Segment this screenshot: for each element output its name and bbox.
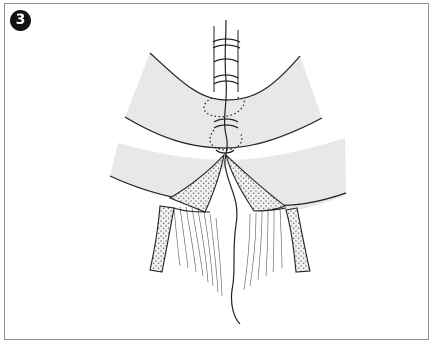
muscle-fibers: [174, 207, 282, 296]
upper-tissue-band: [125, 53, 322, 148]
left-lateral-strip: [150, 206, 174, 272]
lower-tissue-band: [110, 138, 346, 212]
right-lateral-strip: [286, 208, 310, 272]
apex-convergence: [216, 150, 234, 153]
